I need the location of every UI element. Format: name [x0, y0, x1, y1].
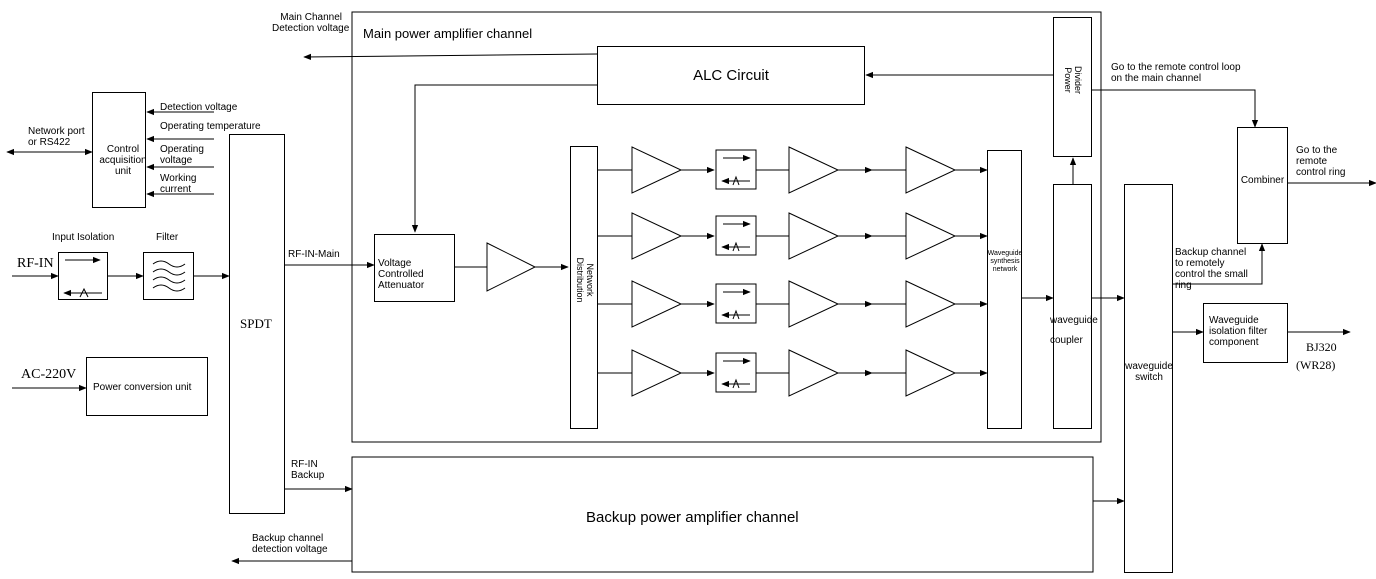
alc-circuit: ALC Circuit: [597, 46, 865, 105]
amp-stage3-1: [905, 212, 957, 260]
power-divider: [1053, 17, 1092, 157]
spdt-switch: [229, 134, 285, 514]
amp-stage1-2: [631, 280, 683, 328]
iso-load: [732, 241, 740, 252]
waveguide-isolation-filter: [1203, 303, 1288, 363]
rf-in-label: RF-IN: [17, 256, 54, 271]
input-isolator: [58, 252, 108, 300]
control-acquisition-unit: [92, 92, 146, 208]
filter-block: [143, 252, 194, 300]
backup-channel-frame: [351, 456, 1094, 573]
combiner-label: Combiner: [1240, 175, 1285, 186]
amp-stage2-0: [788, 146, 840, 194]
iso-load: [732, 175, 740, 186]
ac-220v-label: AC-220V: [21, 367, 77, 382]
isolator-2: [715, 283, 757, 324]
main-channel-title: Main power amplifier channel: [363, 26, 533, 41]
spdt-label: SPDT: [240, 316, 272, 331]
amplifier-rows: [598, 146, 988, 397]
isolator-0: [715, 149, 757, 190]
waveguide-coupler: [1053, 184, 1092, 429]
filter-label: Filter: [156, 232, 179, 243]
power-conversion-label: Power conversion unit: [93, 382, 192, 393]
amp-stage1-3: [631, 349, 683, 397]
isolator-3: [715, 352, 757, 393]
waveguide-switch: [1124, 184, 1173, 573]
amp-stage3-0: [905, 146, 957, 194]
amp-stage1-0: [631, 146, 683, 194]
amp-stage2-2: [788, 280, 840, 328]
power-conversion-unit: [86, 357, 208, 416]
alc-label: ALC Circuit: [693, 67, 769, 84]
wr28-label: (WR28): [1296, 358, 1336, 372]
amp-stage3-2: [905, 280, 957, 328]
rf-in-main-label: RF-IN-Main: [288, 249, 340, 260]
voltage-controlled-attenuator: [374, 234, 455, 302]
iso-load: [732, 378, 740, 389]
waveguide-synthesis-network: [987, 150, 1022, 429]
combiner: [1237, 127, 1288, 244]
iso-load: [732, 309, 740, 320]
amp-stage2-1: [788, 212, 840, 260]
amp-stage3-3: [905, 349, 957, 397]
amp-stage1-1: [631, 212, 683, 260]
detection-voltage-label: Detection voltage: [160, 102, 238, 113]
main-channel-frame: [351, 11, 1102, 443]
input-isolation-label: Input Isolation: [52, 232, 115, 243]
isolator-1: [715, 215, 757, 256]
backup-channel-title: Backup power amplifier channel: [586, 509, 799, 526]
bj320-label: BJ320: [1306, 340, 1337, 354]
network-distribution: [570, 146, 598, 429]
operating-temperature-label: Operating temperature: [160, 121, 261, 132]
amp-stage2-3: [788, 349, 840, 397]
